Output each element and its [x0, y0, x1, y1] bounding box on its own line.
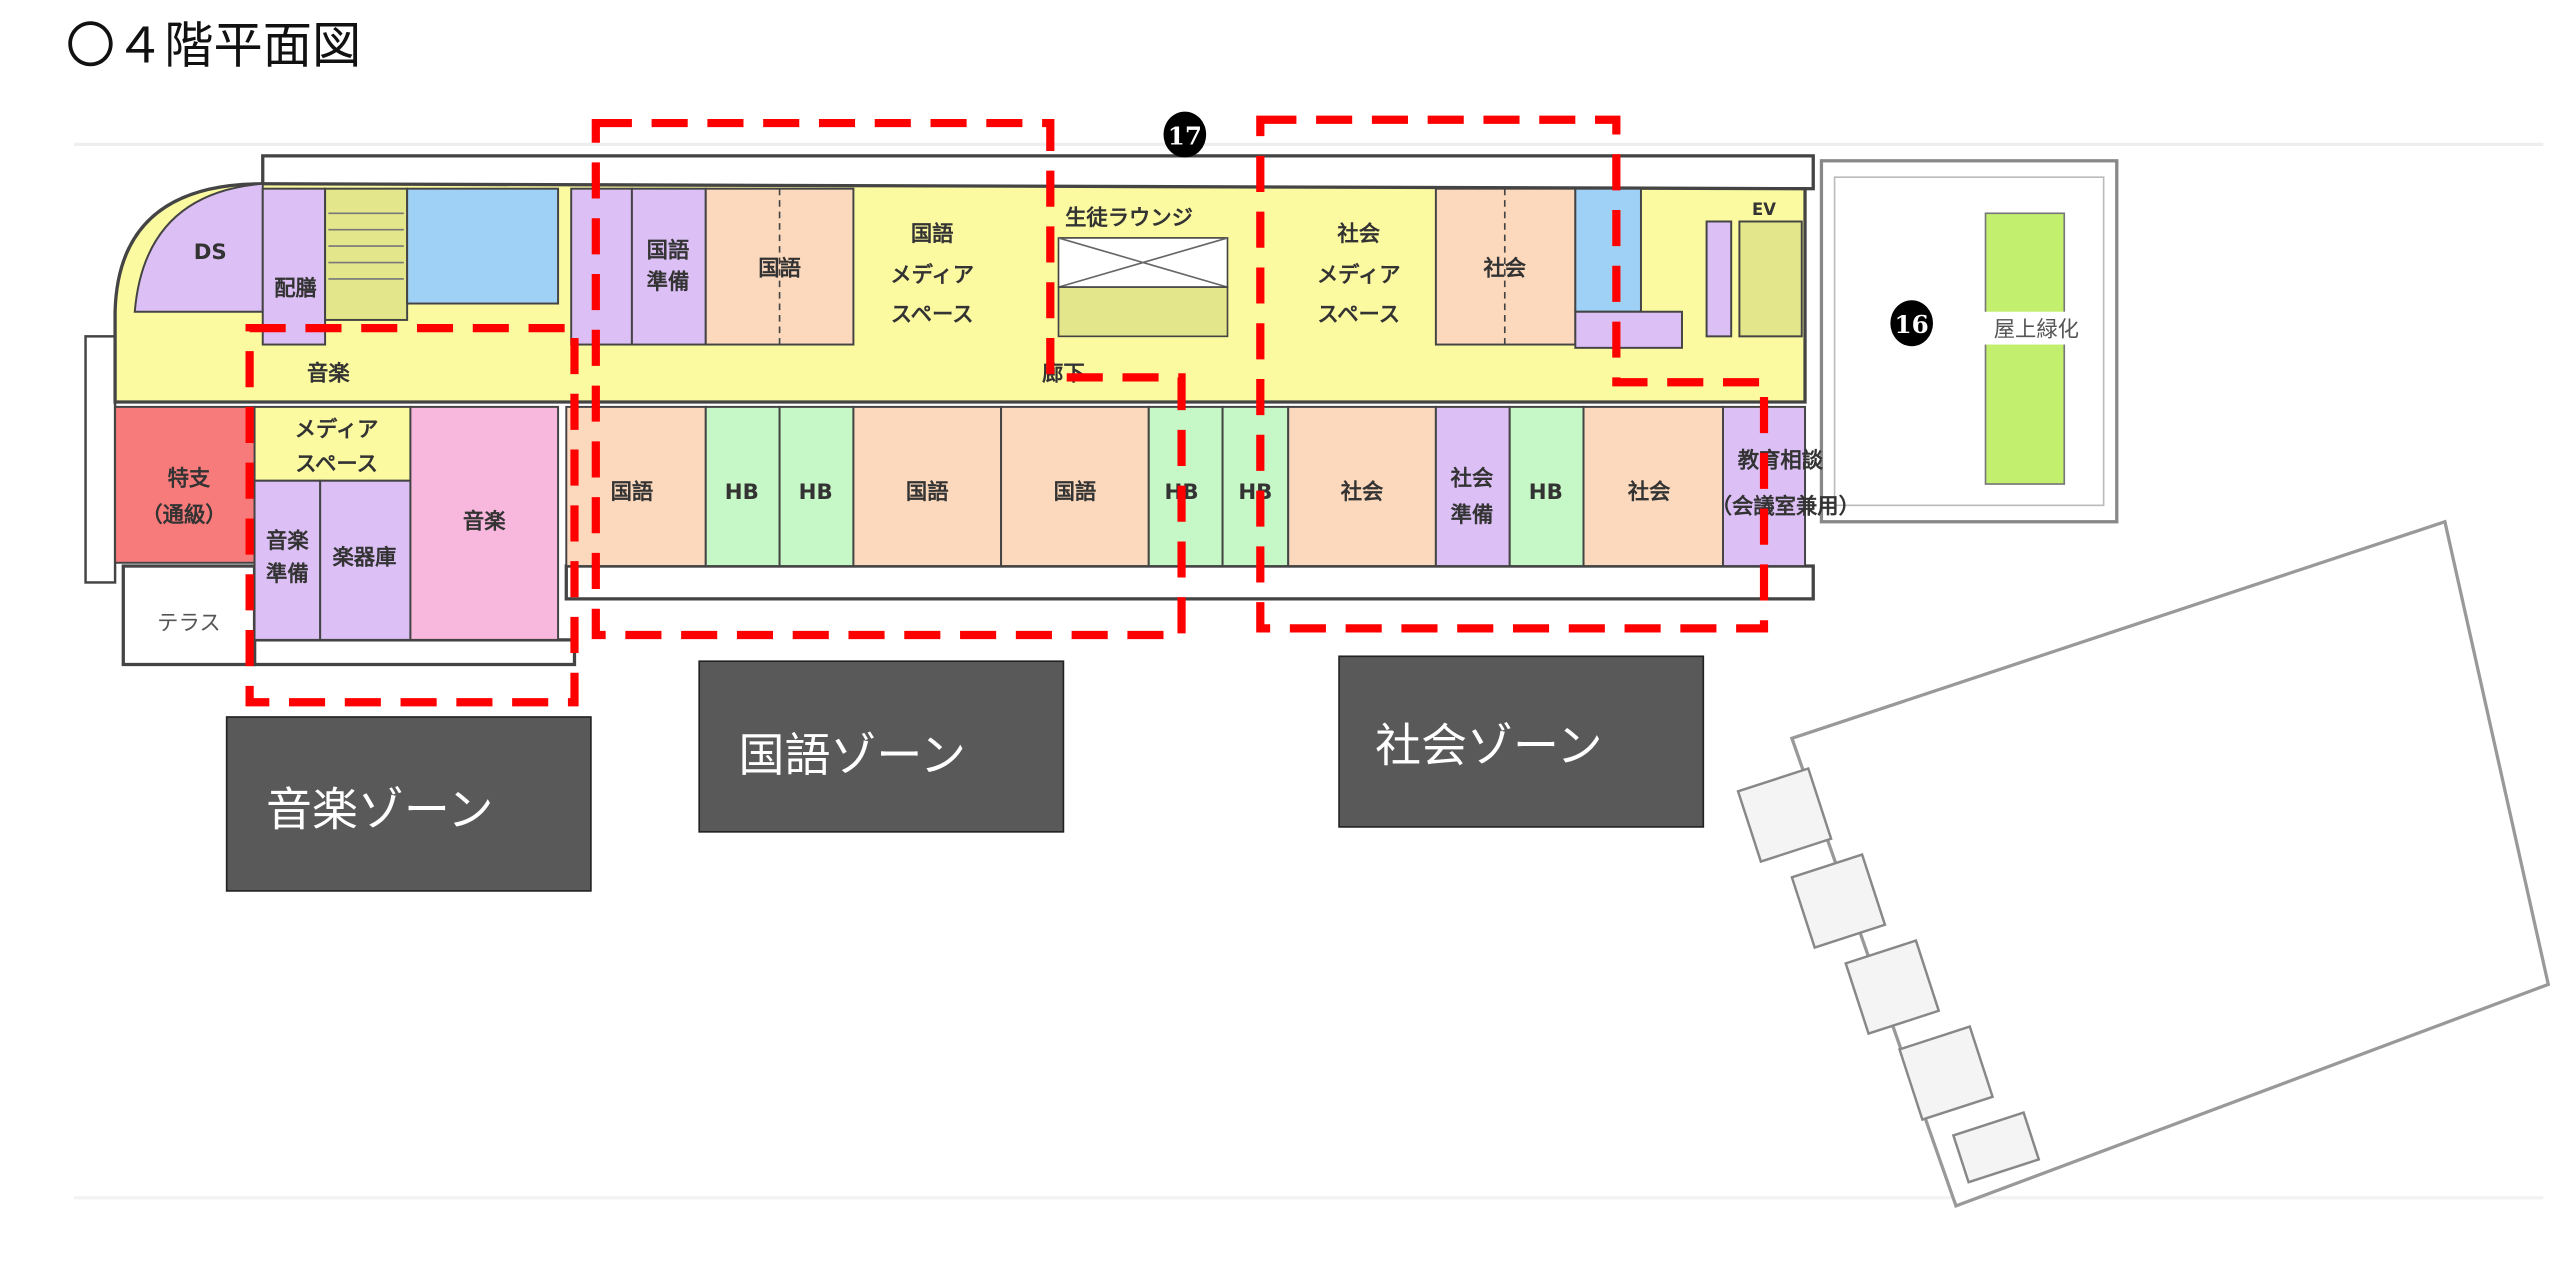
marker-16-label: 16	[1895, 310, 1929, 339]
zone-label-shakai: 社会ゾーン	[1338, 655, 1705, 828]
label-haizen: 配膳	[274, 275, 317, 301]
label-hb-5: HB	[1529, 480, 1563, 505]
room-shakai-junbi	[1434, 405, 1511, 568]
label-kokugo-b1: 国語	[611, 479, 654, 505]
label-hb-4: HB	[1238, 480, 1272, 505]
label-kyoiku-soudan-2: （会議室兼用）	[1711, 494, 1860, 520]
marker-17-label: 17	[1168, 121, 1202, 150]
label-tokushi-2: （通級）	[141, 502, 226, 528]
stairs-center	[1057, 286, 1229, 338]
label-ev: EV	[1752, 200, 1776, 219]
building: テラス 廊下 DS 配膳 国語 準備 国語 国語 メディア スペース 生徒ラウン…	[84, 154, 1860, 667]
label-ongaku-media-2: メディア	[295, 416, 379, 442]
site-plan	[1736, 519, 2551, 1209]
zone-label-ongaku: 音楽ゾーン	[225, 716, 592, 892]
room-ongaku-junbi	[253, 479, 322, 641]
page-title: 〇４階平面図	[66, 16, 361, 74]
room-kokugo-b2	[852, 405, 1003, 568]
room-toilet-east	[1574, 187, 1642, 313]
rooftop-label-bg	[1969, 311, 2101, 345]
room-storage	[570, 187, 633, 346]
label-kokugo-media-2: メディア	[890, 262, 974, 288]
label-terrace: テラス	[157, 611, 221, 636]
label-shakai-media-1: 社会	[1337, 221, 1380, 247]
label-shakai-junbi-1: 社会	[1451, 466, 1494, 492]
label-kokugo-top: 国語	[758, 256, 801, 282]
label-ongaku-media-1: 音楽	[307, 361, 350, 387]
bottom-window-strip	[564, 564, 1815, 601]
zone-outline-ongaku	[245, 324, 579, 707]
stairs-west	[324, 187, 409, 321]
label-tokushi-1: 特支	[168, 466, 211, 492]
zone-outline-shakai	[1256, 115, 1769, 633]
label-hb-2: HB	[799, 480, 833, 505]
label-kokugo-b3: 国語	[1054, 479, 1097, 505]
label-ds: DS	[194, 240, 227, 265]
room-terrace	[121, 564, 257, 667]
marker-17: 17	[1163, 111, 1207, 158]
zone-outline-kokugo	[591, 118, 1186, 640]
label-kokugo-junbi-1: 国語	[647, 238, 690, 264]
label-shakai-b1: 社会	[1341, 479, 1384, 505]
room-small-east	[1574, 310, 1683, 349]
label-kokugo-junbi-2: 準備	[647, 269, 690, 295]
stairs-hatch	[328, 212, 404, 280]
label-shakai-top: 社会	[1483, 256, 1526, 282]
label-kokugo-media-3: スペース	[891, 303, 974, 328]
room-haizen	[261, 187, 327, 346]
label-shakai-b2: 社会	[1628, 479, 1671, 505]
room-kokugo-b3	[1000, 405, 1150, 568]
label-hb-1: HB	[725, 480, 759, 505]
label-kokugo-b2: 国語	[906, 479, 949, 505]
label-rooftop: 屋上緑化	[1994, 317, 2079, 342]
room-shakai-b2	[1582, 405, 1724, 568]
stairs-east	[1738, 220, 1803, 338]
music-window-strip	[252, 638, 577, 667]
zone-label-shakai-text: 社会ゾーン	[1375, 718, 1602, 772]
marker-16: 16	[1890, 300, 1934, 347]
rooftop-green	[1984, 212, 2066, 485]
void-cross	[1058, 237, 1228, 288]
room-tokushi	[114, 405, 256, 564]
label-kokugo-media-1: 国語	[911, 221, 954, 247]
room-ongaku	[409, 405, 560, 641]
room-toilet-west	[406, 187, 560, 305]
site-buildings	[1736, 766, 2041, 1184]
zone-label-kokugo-text: 国語ゾーン	[739, 728, 966, 782]
room-hb-4	[1221, 405, 1290, 568]
room-hb-5	[1508, 405, 1585, 568]
room-kokugo-junbi	[630, 187, 707, 346]
label-ongaku-junbi-2: 準備	[266, 561, 309, 587]
site-outline	[1789, 519, 2551, 1209]
west-balcony	[84, 335, 117, 584]
label-kyoiku-soudan-1: 教育相談	[1738, 448, 1824, 474]
label-shakai-media-3: スペース	[1317, 303, 1400, 328]
rooftop-area: 屋上緑化	[1819, 159, 2119, 524]
zone-label-kokugo: 国語ゾーン	[698, 660, 1065, 833]
label-gakkiko: 楽器庫	[333, 544, 397, 570]
label-ongaku: 音楽	[463, 508, 506, 534]
zone-label-ongaku-text: 音楽ゾーン	[266, 782, 493, 836]
label-lounge: 生徒ラウンジ	[1065, 205, 1193, 231]
room-hb-1	[704, 405, 781, 568]
label-shakai-junbi-2: 準備	[1451, 502, 1494, 528]
rooftop-inner	[1833, 176, 2105, 507]
label-shakai-media-2: メディア	[1317, 262, 1401, 288]
label-ongaku-media-3: スペース	[295, 452, 378, 477]
room-kokugo-b1	[565, 405, 707, 568]
room-hb-2	[778, 405, 855, 568]
room-ds	[133, 182, 264, 313]
room-shaft	[1705, 220, 1733, 338]
room-gakkiko	[319, 479, 412, 641]
label-ongaku-junbi-1: 音楽	[266, 528, 309, 554]
room-shakai-b1	[1287, 405, 1437, 568]
